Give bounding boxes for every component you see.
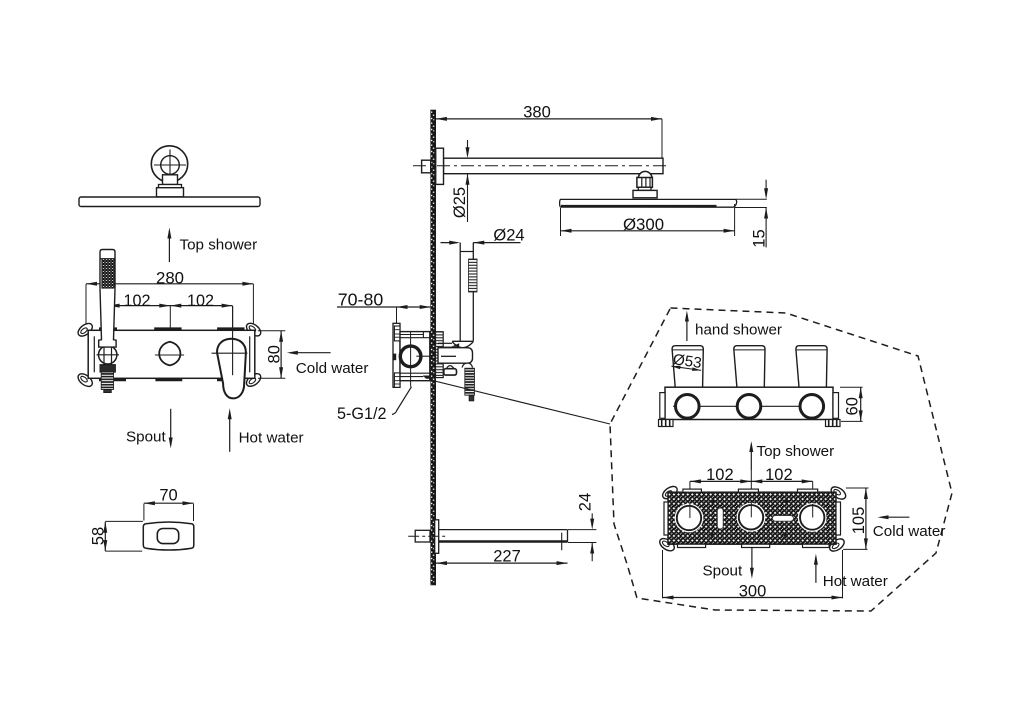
svg-text:227: 227 xyxy=(493,547,521,565)
svg-text:70-80: 70-80 xyxy=(338,289,384,309)
svg-text:102: 102 xyxy=(706,466,734,484)
svg-text:5-G1/2: 5-G1/2 xyxy=(337,405,387,423)
svg-text:Cold water: Cold water xyxy=(296,360,369,377)
svg-text:Spout: Spout xyxy=(126,429,166,446)
svg-text:15: 15 xyxy=(751,229,769,247)
svg-text:Ø300: Ø300 xyxy=(623,215,664,234)
svg-text:hand shower: hand shower xyxy=(695,322,782,339)
svg-text:Cold water: Cold water xyxy=(873,523,946,540)
svg-text:280: 280 xyxy=(156,269,184,288)
svg-text:Hot water: Hot water xyxy=(239,429,304,446)
svg-text:Hot water: Hot water xyxy=(823,573,888,590)
svg-text:58: 58 xyxy=(90,527,108,545)
svg-text:105: 105 xyxy=(850,507,868,535)
svg-text:24: 24 xyxy=(577,493,595,511)
svg-text:Top shower: Top shower xyxy=(757,443,835,460)
svg-text:300: 300 xyxy=(739,582,767,600)
svg-text:Ø25: Ø25 xyxy=(451,187,469,218)
svg-text:Top shower: Top shower xyxy=(180,237,258,254)
svg-text:102: 102 xyxy=(765,466,793,484)
svg-text:60: 60 xyxy=(844,397,862,415)
svg-text:80: 80 xyxy=(265,345,283,363)
svg-text:102: 102 xyxy=(187,292,214,310)
svg-text:102: 102 xyxy=(123,292,150,310)
svg-text:Spout: Spout xyxy=(703,563,743,580)
svg-text:70: 70 xyxy=(159,487,177,505)
svg-text:380: 380 xyxy=(523,104,551,122)
svg-text:Ø24: Ø24 xyxy=(493,227,524,245)
